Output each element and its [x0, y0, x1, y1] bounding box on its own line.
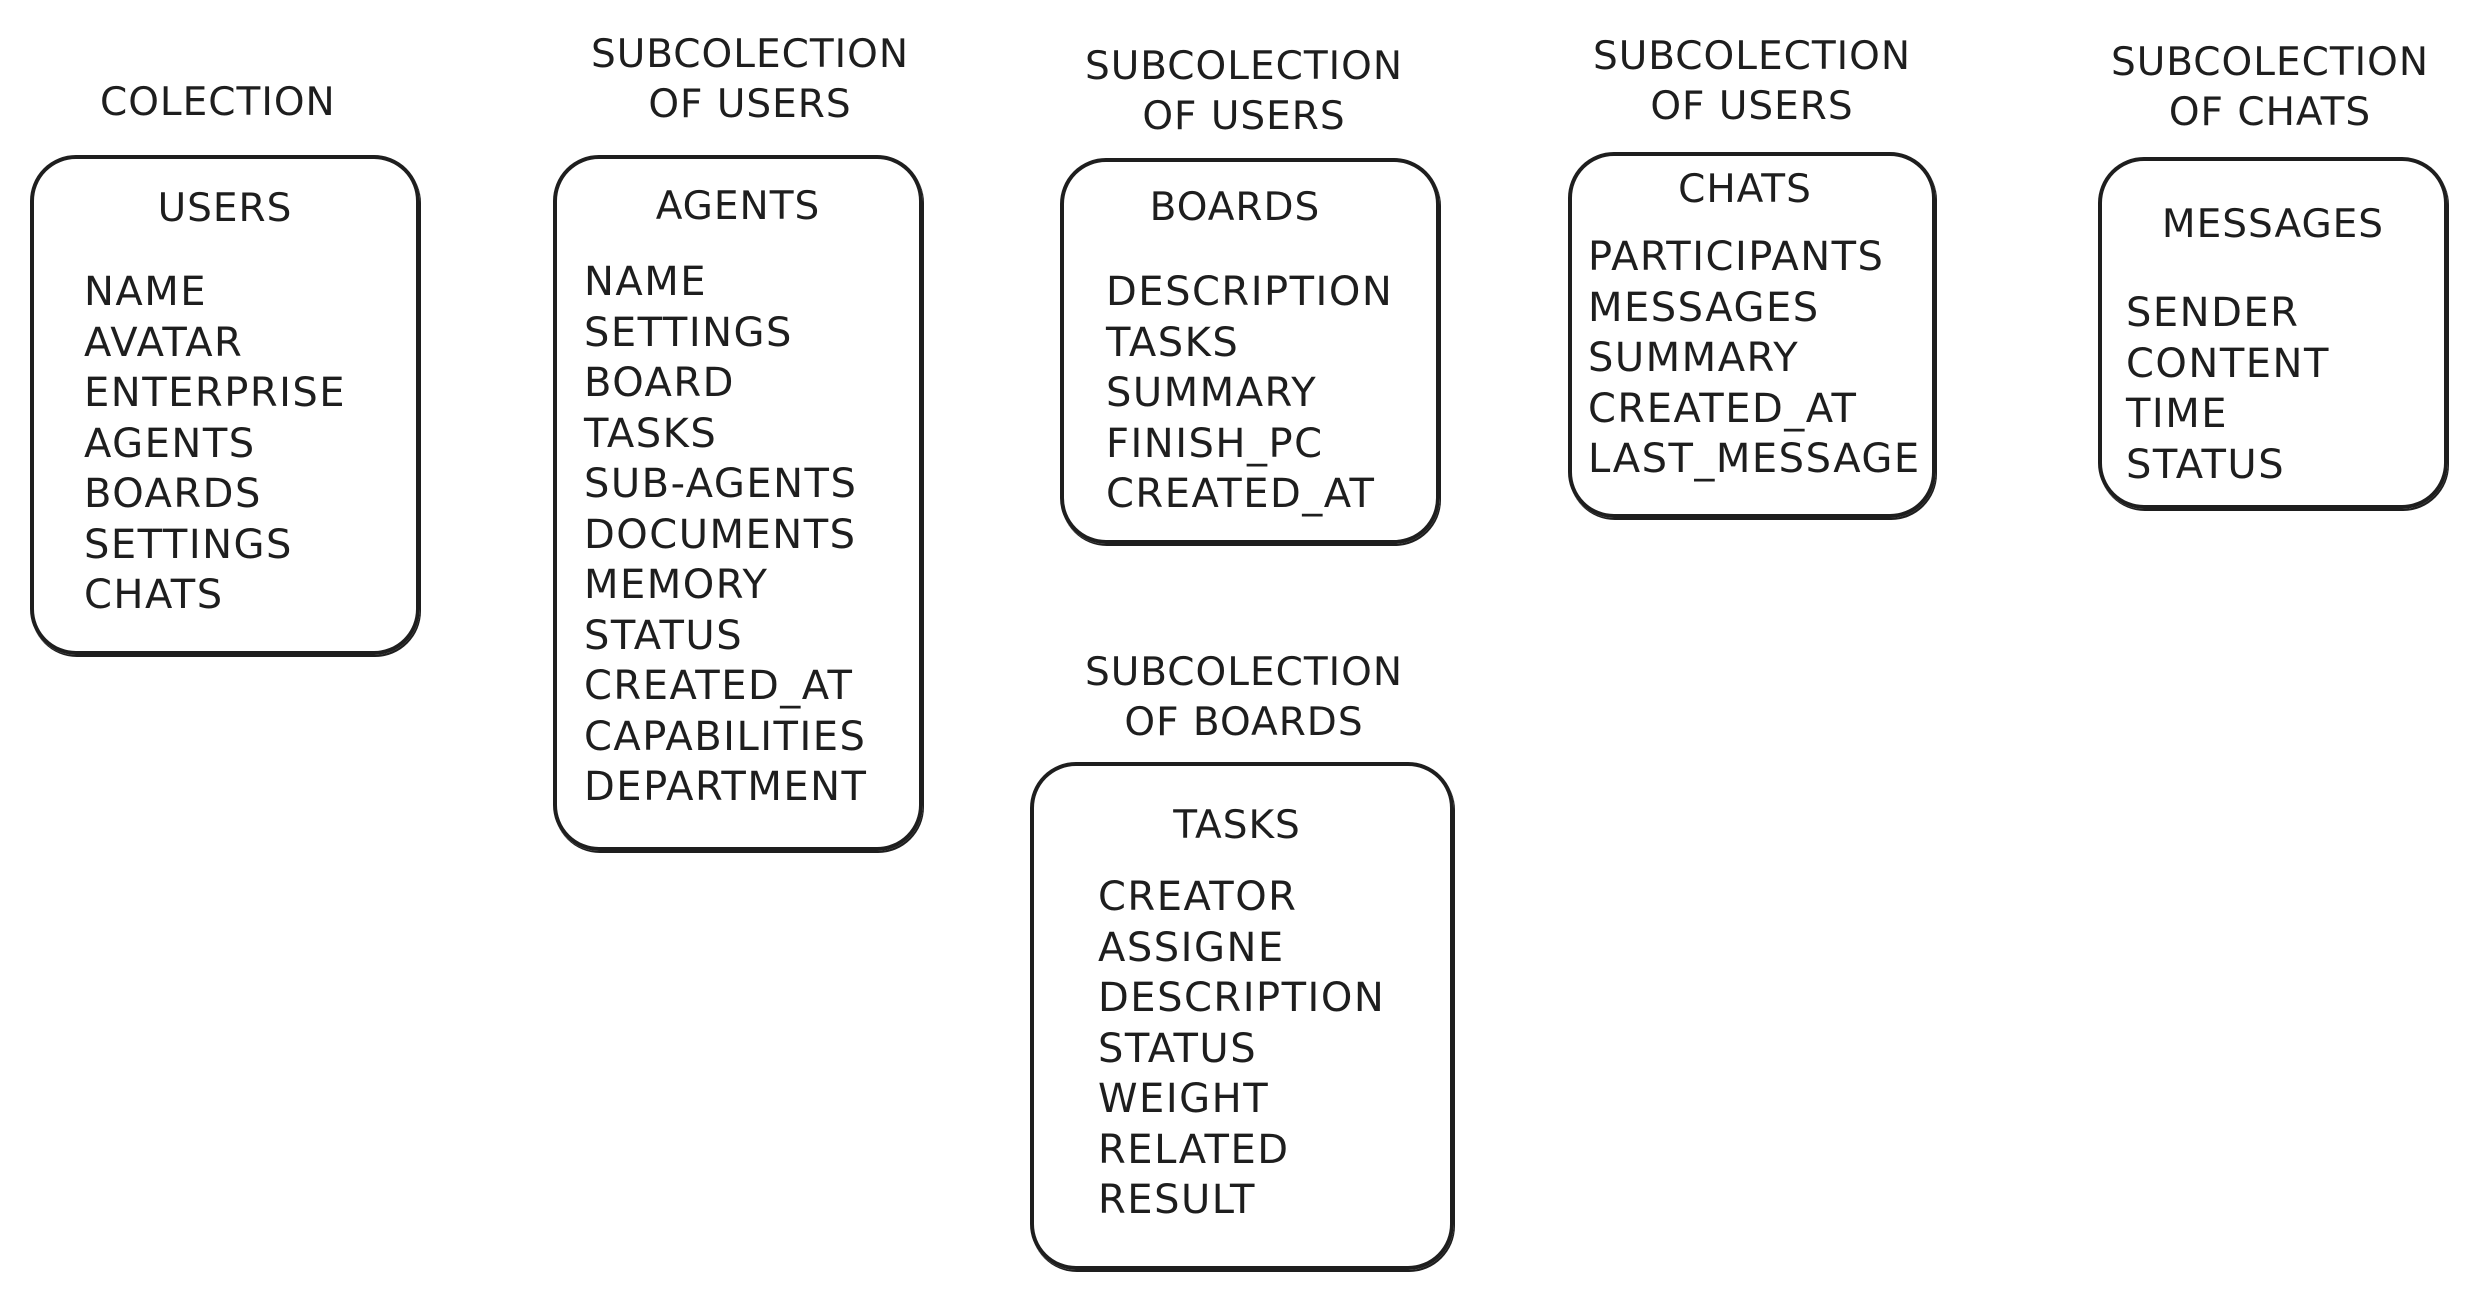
field-item: CREATED_AT — [1588, 385, 1858, 432]
agents-subcollection-box: AGENTS NAME SETTINGS BOARD TASKS SUB-AGE… — [553, 155, 923, 851]
chats-subcollection-box: CHATS PARTICIPANTS MESSAGES SUMMARY CREA… — [1568, 152, 1936, 518]
field-item: SETTINGS — [84, 521, 293, 568]
field-item: FINISH_PC — [1106, 420, 1324, 467]
collection-caption: SUBCOLECTION OF USERS — [1582, 32, 1922, 132]
collection-title: CHATS — [1678, 167, 1812, 212]
field-item: STATUS — [584, 612, 744, 659]
field-item: AVATAR — [84, 319, 244, 366]
collection-caption: SUBCOLECTION OF BOARDS — [1074, 648, 1414, 748]
field-item: CREATED_AT — [1106, 471, 1376, 517]
collection-title: USERS — [157, 186, 293, 231]
field-item: DOCUMENTS — [584, 511, 857, 558]
field-list: DESCRIPTION TASKS SUMMARY FINISH_PC CREA… — [1106, 267, 1393, 520]
field-item: CHATS — [84, 572, 224, 618]
field-item: TASKS — [1106, 319, 1240, 366]
field-item: CAPABILITIES — [584, 713, 867, 760]
boards-subcollection-box: BOARDS DESCRIPTION TASKS SUMMARY FINISH_… — [1060, 158, 1440, 544]
messages-subcollection-box: MESSAGES SENDER CONTENT TIME STATUS — [2098, 157, 2448, 509]
field-item: LAST_MESSAGE — [1588, 436, 1921, 482]
field-item: TASKS — [584, 410, 718, 457]
field-item: DESCRIPTION — [1098, 975, 1386, 1021]
caption-line: SUBCOLECTION — [590, 32, 910, 77]
field-item: TIME — [2126, 391, 2229, 437]
field-item: AGENTS — [84, 420, 256, 467]
collection-caption: SUBCOLECTION OF CHATS — [2100, 38, 2440, 138]
field-list: NAME SETTINGS BOARD TASKS SUB-AGENTS DOC… — [584, 257, 867, 813]
field-list: NAME AVATAR ENTERPRISE AGENTS BOARDS SET… — [84, 267, 346, 621]
field-item: STATUS — [2126, 441, 2286, 488]
field-item: NAME — [84, 269, 208, 315]
field-item: NAME — [584, 259, 708, 305]
collection-title: BOARDS — [1149, 185, 1321, 230]
caption-line: OF BOARDS — [1124, 700, 1364, 745]
field-item: ASSIGNE — [1098, 924, 1285, 971]
field-item: WEIGHT — [1098, 1076, 1270, 1122]
tasks-subcollection-box: TASKS CREATOR ASSIGNE DESCRIPTION STATUS… — [1030, 762, 1454, 1270]
field-list: SENDER CONTENT TIME STATUS — [2126, 288, 2330, 490]
field-item: ENTERPRISE — [84, 370, 347, 416]
field-item: PARTICIPANTS — [1588, 234, 1885, 280]
field-item: DEPARTMENT — [584, 764, 868, 810]
field-item: RELATED — [1098, 1126, 1290, 1173]
field-item: SUB-AGENTS — [584, 461, 858, 507]
caption-line: COLECTION — [100, 80, 336, 125]
collection-caption: SUBCOLECTION OF USERS — [580, 30, 920, 130]
field-item: CREATED_AT — [584, 663, 854, 709]
field-item: MEMORY — [584, 562, 769, 608]
caption-line: SUBCOLECTION — [1592, 34, 1912, 79]
field-list: CREATOR ASSIGNE DESCRIPTION STATUS WEIGH… — [1098, 872, 1385, 1226]
collection-title: AGENTS — [655, 184, 821, 229]
caption-line: SUBCOLECTION — [1084, 44, 1404, 89]
caption-line: SUBCOLECTION — [2110, 40, 2430, 85]
field-item: CONTENT — [2126, 340, 2330, 387]
field-item: SENDER — [2126, 290, 2300, 336]
collection-title: TASKS — [1173, 803, 1301, 848]
field-item: BOARD — [584, 360, 735, 406]
field-item: SETTINGS — [584, 309, 793, 356]
field-item: MESSAGES — [1588, 284, 1820, 331]
collection-title: MESSAGES — [2161, 202, 2385, 247]
field-item: CREATOR — [1098, 874, 1298, 920]
field-item: BOARDS — [84, 471, 262, 517]
collection-caption: COLECTION — [100, 78, 336, 128]
field-item: RESULT — [1098, 1177, 1256, 1223]
caption-line: OF CHATS — [2168, 90, 2372, 135]
field-list: PARTICIPANTS MESSAGES SUMMARY CREATED_AT… — [1588, 232, 1921, 485]
caption-line: SUBCOLECTION — [1084, 650, 1404, 695]
collection-caption: SUBCOLECTION OF USERS — [1074, 42, 1414, 142]
field-item: SUMMARY — [1106, 370, 1318, 416]
caption-line: OF USERS — [648, 82, 852, 127]
field-item: STATUS — [1098, 1025, 1258, 1072]
field-item: DESCRIPTION — [1106, 269, 1394, 315]
users-collection-box: USERS NAME AVATAR ENTERPRISE AGENTS BOAR… — [30, 155, 420, 655]
caption-line: OF USERS — [1142, 94, 1346, 139]
caption-line: OF USERS — [1650, 84, 1854, 129]
field-item: SUMMARY — [1588, 335, 1800, 381]
